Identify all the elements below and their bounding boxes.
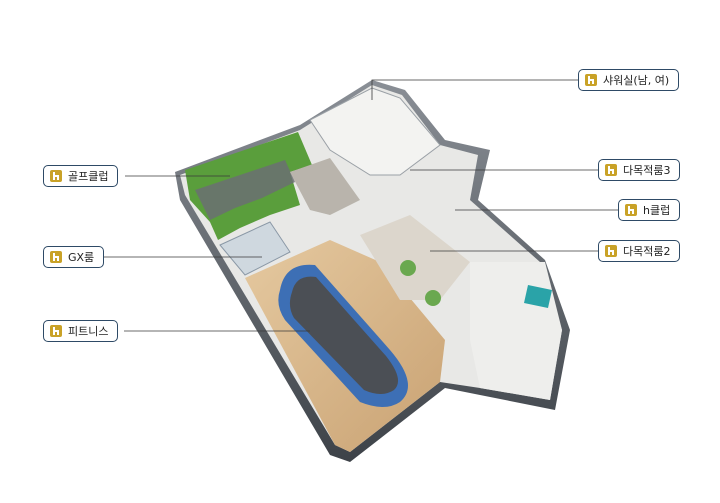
hillstate-logo-icon	[605, 164, 617, 176]
label-room3-text: 다목적룸3	[623, 164, 671, 177]
track-inner	[289, 276, 399, 394]
planter	[425, 290, 441, 306]
lounge-area	[360, 215, 470, 300]
hillstate-logo-icon	[605, 245, 617, 257]
label-hclub: h클럽	[618, 199, 681, 221]
label-golf-text: 골프클럽	[68, 170, 109, 183]
label-hclub-text: h클럽	[643, 204, 671, 217]
hillstate-logo-icon	[585, 74, 597, 86]
leader-lines	[102, 79, 618, 332]
label-fitness: 피트니스	[43, 320, 119, 342]
central-rooms	[290, 158, 360, 215]
label-golf: 골프클럽	[43, 165, 119, 187]
hillstate-logo-icon	[50, 325, 62, 337]
golf-booths	[195, 160, 295, 220]
hillstate-logo-icon	[625, 204, 637, 216]
label-shower: 샤워실(남, 여)	[578, 69, 680, 91]
label-gx: GX룸	[43, 246, 105, 268]
hillstate-logo-icon	[50, 251, 62, 263]
hillstate-logo-icon	[50, 170, 62, 182]
label-shower-text: 샤워실(남, 여)	[603, 74, 670, 87]
shower-rooms	[309, 87, 441, 176]
planter	[400, 260, 416, 276]
label-room2: 다목적룸2	[598, 240, 681, 262]
right-wing	[470, 262, 562, 400]
label-fitness-text: 피트니스	[68, 325, 109, 338]
label-gx-text: GX룸	[68, 251, 95, 264]
label-room3: 다목적룸3	[598, 159, 681, 181]
label-room2-text: 다목적룸2	[623, 245, 671, 258]
gx-room-area	[219, 221, 291, 276]
teal-lounge	[524, 285, 552, 308]
